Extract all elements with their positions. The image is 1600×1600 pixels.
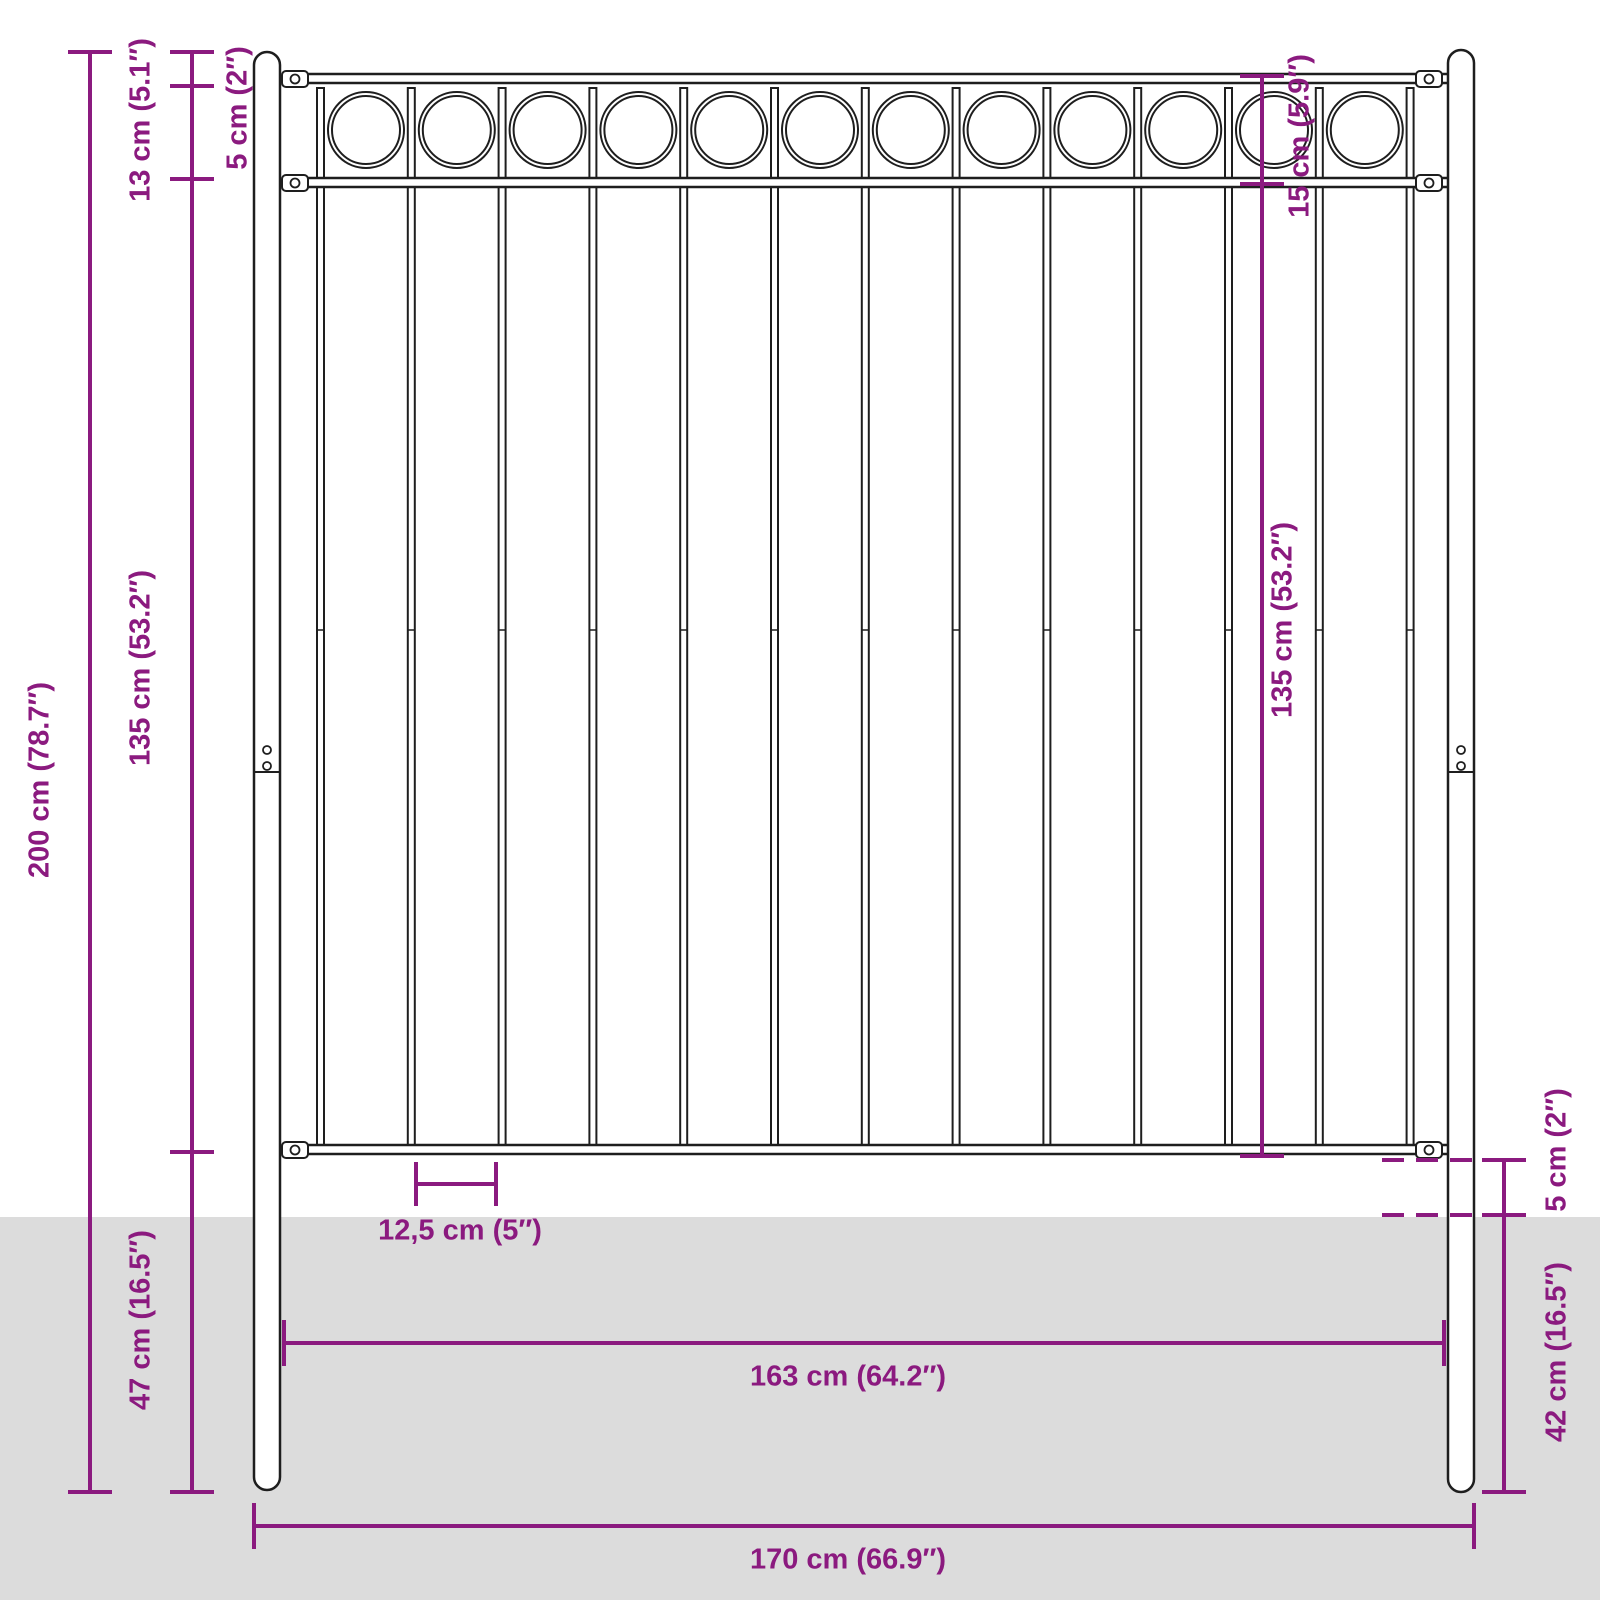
leg-height-left-label: 47 cm (16.5″) xyxy=(124,1230,157,1410)
vertical-bar xyxy=(316,87,325,1149)
ring xyxy=(417,91,496,169)
ring-inner xyxy=(1057,95,1128,165)
vertical-bar xyxy=(1314,87,1324,1149)
ring-inner xyxy=(785,95,855,165)
bolt-icon xyxy=(262,745,272,755)
ring xyxy=(1053,91,1132,169)
ring-inner xyxy=(421,95,492,165)
ring xyxy=(508,91,587,169)
bolt-icon xyxy=(1423,177,1435,189)
vertical-bar xyxy=(588,87,598,1149)
panel-height-left-label: 135 cm (53.2″) xyxy=(124,569,157,767)
ring xyxy=(962,91,1041,169)
bolt-icon xyxy=(1456,745,1466,755)
ground-gap-label: 5 cm (2″) xyxy=(1540,1088,1573,1212)
inner-width-label: 163 cm (64.2″) xyxy=(749,1360,947,1393)
total-height-label: 200 cm (78.7″) xyxy=(23,681,56,879)
leg-height-right-label: 42 cm (16.5″) xyxy=(1540,1262,1573,1442)
ring-decoration xyxy=(327,91,1404,169)
vertical-bar xyxy=(679,87,689,1149)
panel-height-right-label: 135 cm (53.2″) xyxy=(1266,521,1299,719)
vertical-bar xyxy=(1133,87,1143,1149)
bar-spacing-label: 12,5 cm (5″) xyxy=(378,1214,542,1247)
vertical-bar xyxy=(497,87,507,1149)
ring xyxy=(690,91,769,169)
ring xyxy=(1235,91,1313,169)
ring-inner xyxy=(966,95,1037,165)
bolt-icon xyxy=(289,1144,301,1156)
ring-width-label: 15 cm (5.9″) xyxy=(1283,54,1316,218)
ring-inner xyxy=(331,95,401,165)
ring xyxy=(1325,91,1404,169)
dimension-lines xyxy=(68,50,1526,1549)
ring-inner xyxy=(603,95,674,165)
bolt-icon xyxy=(262,761,272,771)
post-brackets xyxy=(262,70,1466,1159)
bolt-icon xyxy=(1423,1144,1435,1156)
vertical-bar xyxy=(770,87,779,1149)
ring-inner xyxy=(694,95,765,165)
bolt-icon xyxy=(289,73,301,85)
vertical-bar xyxy=(1042,87,1052,1149)
vertical-bars xyxy=(316,87,1415,1149)
ring-inner xyxy=(1239,95,1309,165)
vertical-bar xyxy=(1224,87,1233,1149)
top-section-label: 13 cm (5.1″) xyxy=(124,38,157,202)
vertical-bar xyxy=(1405,87,1415,1149)
bolt-icon xyxy=(289,177,301,189)
bolt-icon xyxy=(1423,73,1435,85)
bolt-icon xyxy=(1456,761,1466,771)
vertical-bar xyxy=(951,87,961,1149)
ring xyxy=(327,91,405,169)
ring-inner xyxy=(512,95,583,165)
ring-height-label: 5 cm (2″) xyxy=(221,46,254,170)
ring-inner xyxy=(1148,95,1219,165)
ring xyxy=(871,91,950,169)
fence-panel-icon xyxy=(252,48,1476,1494)
bottom-rail xyxy=(284,1143,1460,1156)
vertical-bar xyxy=(860,87,870,1149)
total-width-label: 170 cm (66.9″) xyxy=(749,1543,947,1576)
ring xyxy=(781,91,859,169)
ring xyxy=(1144,91,1223,169)
ring-inner xyxy=(875,95,946,165)
ring xyxy=(599,91,678,169)
vertical-bar xyxy=(406,87,416,1149)
ring-inner xyxy=(1329,95,1400,165)
